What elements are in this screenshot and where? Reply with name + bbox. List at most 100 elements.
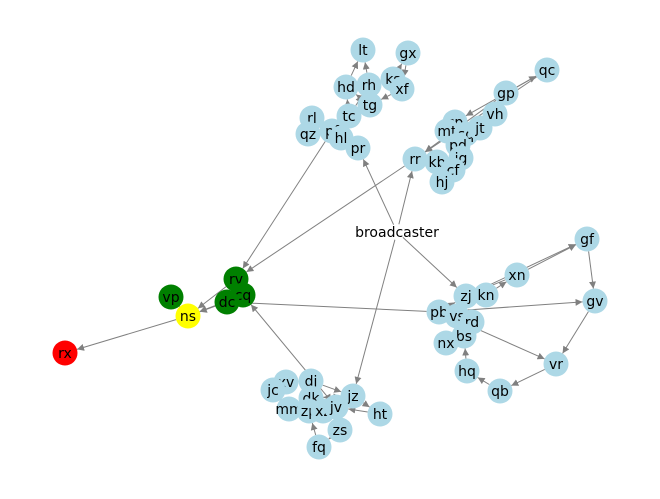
- node-nx: nx: [433, 330, 459, 356]
- node-dc: dc: [214, 289, 240, 315]
- node-circle-rh: [356, 72, 382, 98]
- node-tc: tc: [336, 103, 362, 129]
- node-label-rx: rx: [58, 346, 72, 362]
- node-label-rr: rr: [409, 152, 421, 168]
- node-circle-hd: [333, 74, 359, 100]
- node-label-zj: zj: [460, 289, 471, 305]
- node-jv: jv: [323, 394, 349, 420]
- edge-jz-ht: [361, 400, 370, 408]
- edge-pb-dc: [239, 299, 427, 312]
- node-hq: hq: [454, 358, 480, 384]
- node-label-hj: hj: [436, 175, 449, 191]
- node-hd: hd: [333, 74, 359, 100]
- edges-layer: [76, 61, 596, 440]
- edge-rv-ns: [197, 286, 227, 309]
- node-circle-gp: [493, 80, 519, 106]
- node-circle-jv: [323, 394, 349, 420]
- edge-zs-fq: [328, 432, 337, 440]
- node-label-xn: xn: [508, 268, 525, 284]
- node-label-xf: xf: [395, 82, 409, 98]
- edge-rh-lt: [362, 62, 370, 73]
- node-circle-hj: [429, 169, 455, 195]
- node-label-hd: hd: [337, 80, 355, 96]
- node-fq: fq: [306, 434, 332, 460]
- node-label-hl: hl: [335, 131, 348, 147]
- node-circle-pr: [345, 135, 371, 161]
- node-rx: rx: [52, 340, 78, 366]
- node-circle-rr: [402, 146, 428, 172]
- node-circle-qc: [534, 57, 560, 83]
- node-rh: rh: [356, 72, 382, 98]
- edge-xn-gf: [527, 244, 577, 270]
- node-rr: rr: [402, 146, 428, 172]
- edge-vr-qb: [511, 368, 545, 387]
- node-circle-fq: [306, 434, 332, 460]
- node-ht: ht: [367, 401, 393, 427]
- node-label-fq: fq: [312, 440, 326, 456]
- node-zs: zs: [327, 417, 353, 443]
- node-label-qz: qz: [300, 127, 316, 143]
- node-label-broadcaster: broadcaster: [355, 225, 439, 241]
- node-circle-gx: [395, 40, 421, 66]
- node-label-vr: vr: [549, 357, 563, 373]
- node-label-jv: jv: [329, 400, 342, 416]
- node-circle-qz: [295, 121, 321, 147]
- node-circle-gf: [574, 226, 600, 252]
- node-circle-tc: [336, 103, 362, 129]
- node-label-lt: lt: [358, 43, 368, 59]
- node-jt: jt: [467, 115, 493, 141]
- edge-broadcaster-zj: [402, 237, 458, 288]
- node-gp: gp: [493, 80, 519, 106]
- node-hj: hj: [429, 169, 455, 195]
- edge-ks-gx: [395, 63, 403, 72]
- node-gx: gx: [395, 40, 421, 66]
- node-label-rh: rh: [362, 78, 376, 94]
- node-circle-jc: [260, 377, 286, 403]
- node-label-gp: gp: [497, 86, 515, 102]
- node-circle-vr: [543, 351, 569, 377]
- nodes-layer: broadcasterltgxhdrhksxftgtcrlpfqzhlprqcg…: [52, 37, 608, 460]
- node-label-pr: pr: [351, 141, 366, 157]
- node-label-gf: gf: [580, 232, 595, 248]
- node-label-jz: jz: [346, 389, 358, 405]
- edge-rr-rv: [246, 165, 405, 273]
- node-ns: ns: [175, 303, 201, 329]
- node-circle-kn: [473, 282, 499, 308]
- edge-pf-rv: [242, 141, 326, 269]
- edge-broadcaster-rr: [398, 170, 414, 225]
- node-circle-zs: [327, 417, 353, 443]
- node-circle-jt: [467, 115, 493, 141]
- node-kn: kn: [473, 282, 499, 308]
- node-label-ns: ns: [180, 309, 196, 325]
- node-vp: vp: [158, 284, 184, 310]
- edge-ns-rx: [76, 319, 177, 351]
- node-vr: vr: [543, 351, 569, 377]
- edge-broadcaster-jz: [354, 239, 396, 385]
- node-gv: gv: [582, 288, 608, 314]
- node-gf: gf: [574, 226, 600, 252]
- edge-pb-zj: [447, 301, 456, 309]
- node-label-vh: vh: [486, 107, 503, 123]
- node-label-jt: jt: [474, 121, 485, 137]
- node-xf: xf: [389, 76, 415, 102]
- node-jc: jc: [260, 377, 286, 403]
- node-circle-lt: [350, 37, 376, 63]
- node-circle-xf: [389, 76, 415, 102]
- node-circle-mm: [276, 396, 302, 422]
- edge-hq-bs: [462, 348, 470, 359]
- node-label-qc: qc: [539, 63, 556, 79]
- node-label-tg: tg: [363, 98, 377, 114]
- node-circle-dc: [214, 289, 240, 315]
- edge-xf-tg: [380, 93, 392, 100]
- node-circle-gv: [582, 288, 608, 314]
- node-circle-xn: [504, 262, 530, 288]
- node-circle-qb: [487, 378, 513, 404]
- node-label-jc: jc: [266, 383, 279, 399]
- node-label-zs: zs: [333, 423, 348, 439]
- edge-ht-jv: [348, 406, 368, 414]
- node-label-qb: qb: [491, 384, 509, 400]
- edge-tg-hd: [355, 94, 364, 102]
- edge-gv-vr: [562, 311, 589, 354]
- edge-dj-jz: [322, 384, 342, 393]
- node-circle-hq: [454, 358, 480, 384]
